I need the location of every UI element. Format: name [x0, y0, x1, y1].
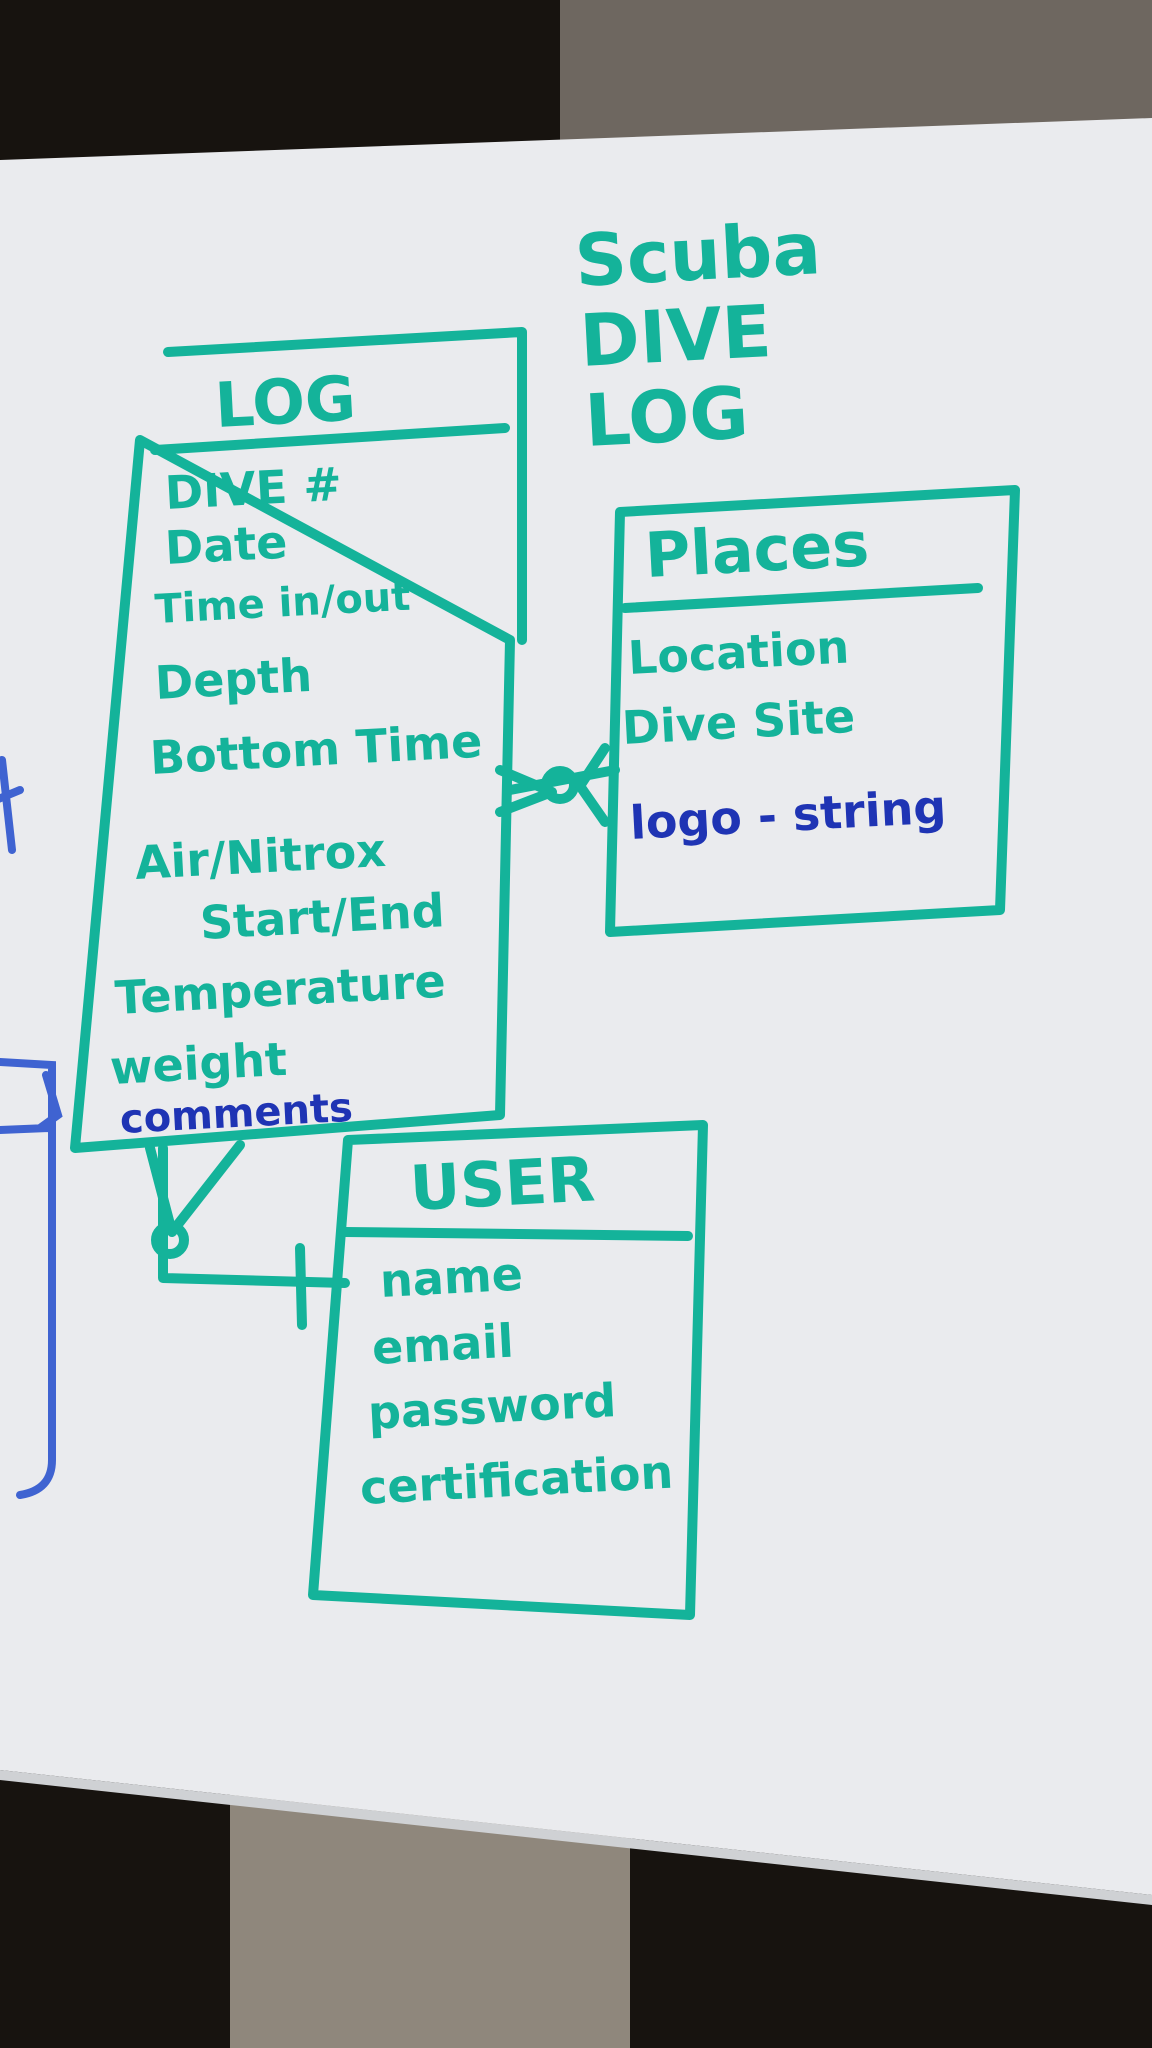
optional-circle-user-relation	[151, 1221, 189, 1259]
diagram-title-line-3: LOG	[582, 370, 751, 463]
diagram-title-line-2: DIVE	[577, 289, 774, 383]
places-field-dive-site: Dive Site	[620, 688, 857, 755]
places-field-location: Location	[626, 619, 851, 685]
user-box	[308, 1120, 708, 1620]
log-header-divider	[150, 423, 510, 455]
log-field-weight: weight	[108, 1031, 289, 1095]
log-box	[70, 327, 527, 1153]
user-field-password: password	[366, 1373, 618, 1440]
partial-blue-mark	[0, 756, 24, 854]
places-entity-title: Places	[643, 507, 871, 592]
user-header-divider	[340, 1227, 693, 1241]
log-field-depth: Depth	[153, 647, 314, 710]
user-field-name: name	[378, 1246, 525, 1308]
log-entity-title: LOG	[213, 361, 358, 442]
user-field-email: email	[370, 1313, 515, 1375]
many-crowfoot-user-relation	[145, 1140, 245, 1237]
many-crowfoot-places-side	[575, 743, 610, 827]
log-field-start-end: Start/End	[198, 883, 446, 950]
partial-blue-box	[0, 1058, 63, 1499]
diagram-title-line-1: Scuba	[572, 206, 823, 303]
user-entity-title: USER	[408, 1142, 597, 1225]
log-field-air-nitrox: Air/Nitrox	[133, 822, 388, 890]
optional-circle-log-side	[541, 766, 579, 804]
log-field-comments: comments	[118, 1084, 354, 1143]
one-bar-user-relation	[295, 1243, 307, 1330]
floor-background	[560, 0, 1152, 140]
log-field-dive-number: DIVE #	[163, 456, 344, 520]
places-box	[605, 485, 1020, 937]
log-field-date: Date	[163, 514, 289, 575]
whiteboard-surface	[0, 118, 1152, 1895]
places-header-divider	[620, 583, 983, 613]
